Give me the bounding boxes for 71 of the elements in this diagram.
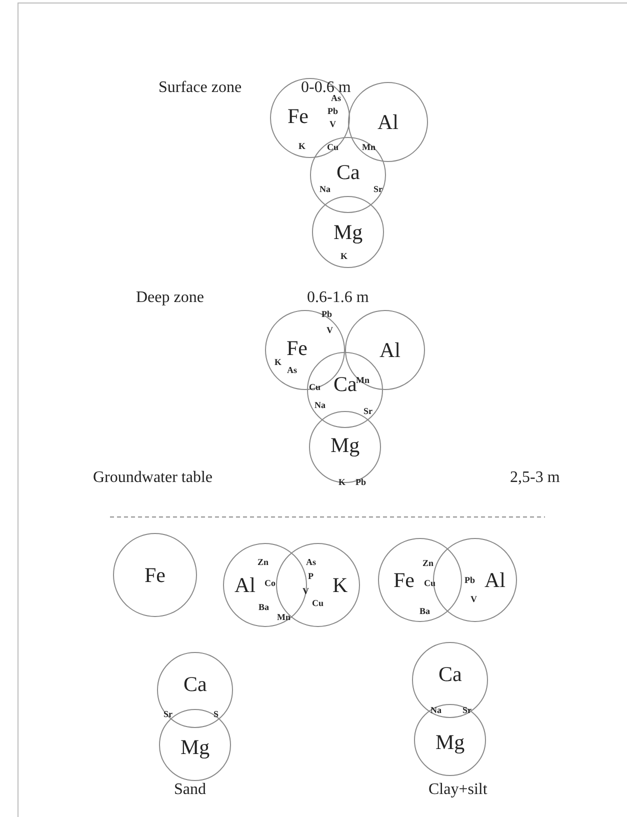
- element-symbol: Fe: [286, 338, 308, 358]
- venn-circle: [414, 704, 486, 776]
- element-symbol: Fe: [288, 106, 308, 126]
- element-label: Cu: [424, 578, 436, 588]
- element-label: K: [338, 478, 346, 486]
- element-label: Zn: [258, 558, 269, 566]
- venn-circle: [113, 533, 197, 617]
- element-label: Ba: [258, 602, 270, 612]
- element-label: Cu: [312, 598, 324, 608]
- zone-label: Surface zone: [158, 80, 242, 96]
- element-symbol: Ca: [336, 162, 360, 182]
- element-label: Co: [264, 578, 276, 588]
- element-symbol: Fe: [144, 564, 166, 586]
- element-label: Sr: [462, 706, 472, 714]
- element-label: Sr: [364, 406, 372, 416]
- element-label: Na: [320, 184, 330, 194]
- element-label: P: [308, 572, 314, 580]
- element-label: K: [274, 358, 282, 366]
- element-label: Zn: [422, 558, 434, 568]
- element-label: Pb: [356, 478, 366, 486]
- element-label: Pb: [322, 310, 332, 318]
- venn-circle: [378, 538, 462, 622]
- element-label: Sr: [374, 184, 382, 194]
- element-symbol: Al: [234, 574, 256, 596]
- element-label: Pb: [464, 576, 476, 584]
- element-symbol: Ca: [438, 664, 462, 684]
- element-label: Mn: [362, 142, 376, 152]
- venn-circle: [159, 709, 231, 781]
- element-label: Na: [430, 706, 442, 714]
- venn-circle: [157, 652, 233, 728]
- element-symbol: Ca: [334, 374, 357, 394]
- element-symbol: Mg: [436, 732, 465, 752]
- element-label: V: [302, 586, 309, 596]
- element-symbol: Mg: [334, 222, 363, 242]
- element-label: V: [326, 326, 333, 334]
- element-label: K: [298, 142, 306, 150]
- element-label: As: [287, 366, 298, 374]
- zone-label: 0-0.6 m: [301, 80, 351, 96]
- zone-label: Deep zone: [136, 290, 204, 306]
- element-symbol: Mg: [180, 736, 210, 758]
- zone-label: Groundwater table: [93, 470, 213, 486]
- element-symbol: Fe: [394, 570, 414, 590]
- venn-circle: [412, 642, 488, 718]
- element-label: Cu: [327, 142, 339, 152]
- element-symbol: Al: [380, 340, 400, 360]
- element-label: Ba: [420, 606, 430, 616]
- element-label: Pb: [328, 106, 338, 116]
- venn-circle: [223, 543, 307, 627]
- element-symbol: Ca: [184, 674, 207, 694]
- element-label: As: [306, 558, 316, 566]
- element-label: Na: [314, 400, 326, 410]
- venn-circle: [270, 78, 350, 158]
- zone-label: 0.6-1.6 m: [307, 290, 369, 306]
- element-label: Cu: [309, 382, 321, 392]
- zone-label: 2,5-3 m: [510, 470, 560, 486]
- element-label: K: [340, 252, 348, 260]
- element-label: V: [470, 594, 477, 604]
- venn-circle: [276, 543, 360, 627]
- element-label: As: [331, 94, 342, 102]
- element-label: Mn: [356, 376, 370, 384]
- zone-label: Sand: [174, 782, 206, 798]
- element-label: Mn: [277, 612, 290, 622]
- element-label: Sr: [164, 710, 172, 718]
- element-symbol: Al: [484, 570, 506, 590]
- element-symbol: Mg: [330, 434, 360, 456]
- element-label: S: [214, 710, 219, 718]
- element-symbol: Al: [378, 112, 398, 132]
- element-symbol: K: [332, 574, 348, 596]
- element-label: V: [330, 120, 336, 128]
- venn-circle: [312, 196, 384, 268]
- venn-circle: [310, 137, 386, 213]
